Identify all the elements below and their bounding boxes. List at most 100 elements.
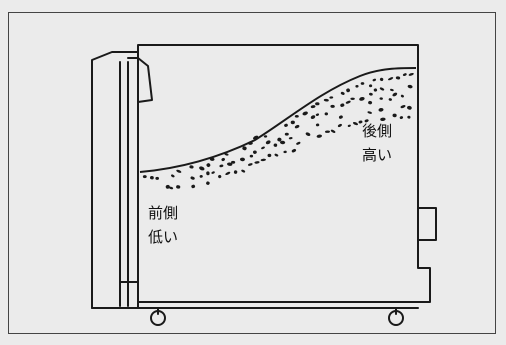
particle xyxy=(283,150,287,154)
particle xyxy=(392,113,397,118)
particle xyxy=(325,130,330,133)
particle xyxy=(407,84,413,89)
particle xyxy=(290,120,295,125)
front-wheel xyxy=(150,310,166,326)
particle xyxy=(225,171,231,176)
particle xyxy=(350,97,355,101)
particle xyxy=(284,123,288,127)
particle xyxy=(358,120,363,124)
particle xyxy=(231,160,236,164)
particle xyxy=(315,123,320,127)
particle xyxy=(395,76,401,80)
particle xyxy=(233,170,238,174)
particle xyxy=(323,98,329,102)
particle xyxy=(373,88,378,92)
particle xyxy=(390,88,394,92)
particle xyxy=(296,141,301,145)
particle xyxy=(392,92,398,97)
particle xyxy=(206,163,211,168)
particle xyxy=(330,129,336,133)
particle xyxy=(165,184,170,189)
particle xyxy=(261,146,265,150)
front-door xyxy=(91,51,139,309)
particle xyxy=(219,164,224,168)
particle xyxy=(253,135,259,140)
particle xyxy=(347,124,351,127)
particle xyxy=(407,105,412,110)
particle xyxy=(367,111,372,114)
particle xyxy=(372,78,377,82)
rear-connector xyxy=(417,207,437,241)
illustration-frame xyxy=(8,12,496,334)
particle xyxy=(369,84,373,88)
particle xyxy=(171,174,175,178)
particle xyxy=(189,165,194,169)
particle xyxy=(247,163,253,166)
particle xyxy=(254,161,260,164)
particle xyxy=(274,153,279,157)
particle xyxy=(294,124,300,129)
particle xyxy=(265,140,271,145)
particle xyxy=(169,186,174,190)
particle xyxy=(206,171,210,176)
particle xyxy=(260,158,266,162)
particle xyxy=(218,175,222,179)
particle xyxy=(315,102,320,106)
particle xyxy=(352,122,359,126)
particle xyxy=(407,115,411,119)
particle xyxy=(399,116,404,120)
particle xyxy=(364,119,369,123)
particle xyxy=(346,88,351,93)
particle xyxy=(284,132,289,136)
particle xyxy=(379,97,383,100)
particle xyxy=(302,111,308,116)
particle xyxy=(253,150,257,154)
particle xyxy=(247,141,253,145)
particle xyxy=(340,103,345,107)
particle xyxy=(400,105,406,109)
particle xyxy=(190,176,195,180)
particle xyxy=(329,96,334,99)
particle xyxy=(310,115,316,119)
particle xyxy=(380,117,386,122)
front-label-line1: 前側 xyxy=(148,204,178,222)
particle xyxy=(142,175,147,179)
particle xyxy=(337,123,342,128)
particle xyxy=(368,100,373,105)
particle xyxy=(288,137,293,140)
rear-label-line1: 後側 xyxy=(362,122,392,140)
particle xyxy=(316,134,322,138)
particle xyxy=(150,175,154,180)
particle xyxy=(359,97,365,101)
particle xyxy=(191,184,196,189)
particle xyxy=(294,114,299,118)
cabinet-body xyxy=(137,44,431,303)
particle xyxy=(211,171,215,174)
particle xyxy=(249,154,254,158)
particle xyxy=(199,174,203,178)
particle xyxy=(155,176,159,180)
particle xyxy=(209,157,215,161)
particle xyxy=(176,185,181,189)
door-handle xyxy=(137,57,153,103)
particle xyxy=(206,181,210,185)
particle xyxy=(379,87,385,91)
material-surface-line xyxy=(139,67,417,173)
particle xyxy=(240,157,245,162)
particle xyxy=(267,153,272,158)
rear-label-line2: 高い xyxy=(362,146,392,164)
particle xyxy=(273,143,278,147)
particle xyxy=(224,153,229,156)
particle xyxy=(369,92,373,96)
particle xyxy=(315,113,320,116)
particle xyxy=(408,72,414,76)
front-label-line2: 低い xyxy=(148,228,178,246)
particle xyxy=(280,140,286,145)
particle xyxy=(176,169,182,173)
particle xyxy=(242,146,247,151)
particle xyxy=(400,94,404,98)
particle xyxy=(305,132,311,136)
particle xyxy=(360,82,365,85)
particle xyxy=(199,166,205,171)
